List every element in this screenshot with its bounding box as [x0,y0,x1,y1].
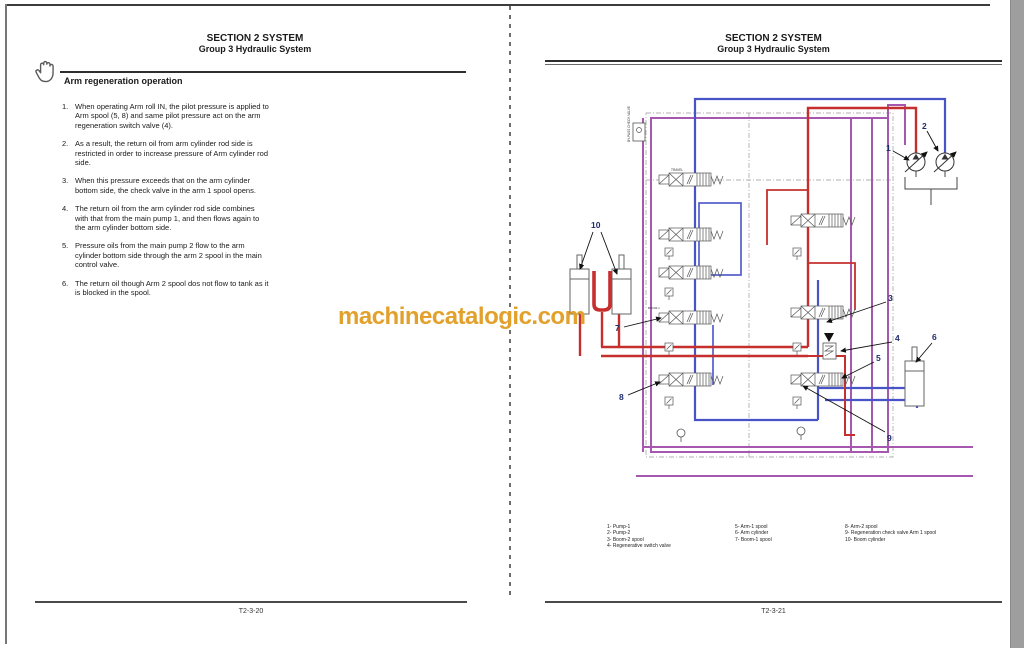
callout-7: 7 [615,323,620,333]
right-group-title: Group 3 Hydraulic System [717,44,830,54]
relief-valve-symbol [664,396,674,410]
bypass-valve-label: BY-PASS CHECK VALVE [627,106,631,142]
item-text: The return oil though Arm 2 spool dos no… [75,278,269,298]
viewer-background-strip [1010,0,1024,648]
item-number: 4. [62,204,69,214]
legend-item: 10- Boom cylinder [845,536,886,543]
list-item: 3. When this pressure exceeds that on th… [62,176,270,195]
legend-item: 7- Boom-1 spool [735,536,772,543]
grab-hand-cursor-icon [35,60,54,83]
envelope-lines [636,104,973,477]
item-text: The return oil from the arm cylinder rod… [75,204,260,233]
callout-4: 4 [895,333,900,343]
legend-item: 8- Arm-2 spool [845,524,878,530]
diagram-legend-column-3: 8- Arm-2 spool 9- Regeneration check val… [845,524,936,543]
legend-item: 1- Pump-1 [607,524,631,530]
spool-valve-symbol [658,227,724,242]
callout-numbers: 1 2 3 4 5 6 7 8 9 10 [591,121,937,443]
item-text: As a result, the return oil from arm cyl… [75,139,268,168]
callout-6: 6 [932,332,937,342]
item-number: 2. [62,139,69,149]
travel-label: TRAVEL [671,168,683,172]
right-page-number: T2-3-21 [761,608,786,615]
legend-item: 6- Arm cylinder [735,530,769,537]
watermark-text: machinecatalogic.com [338,303,586,330]
item-number: 1. [62,102,69,111]
list-item: 1. When operating Arm roll IN, the pilot… [62,102,270,130]
spool-valve-symbol [790,305,856,320]
right-section-title: SECTION 2 SYSTEM [725,33,822,44]
list-item: 4. The return oil from the arm cylinder … [62,204,270,232]
item-text: When operating Arm roll IN, the pilot pr… [75,102,269,130]
callout-5: 5 [876,353,881,363]
right-header-rule-thick [545,60,1002,62]
callout-9: 9 [887,433,892,443]
left-page-header: SECTION 2 SYSTEM Group 3 Hydraulic Syste… [35,33,475,54]
right-header-rule-thin [545,64,1002,65]
pump-2-symbol [934,152,956,172]
spool-valve-symbol [658,172,724,187]
left-topic-title: Arm regeneration operation [64,76,183,86]
callout-1: 1 [886,143,891,153]
bypass-check-valve-symbol: BY-PASS CHECK VALVE [627,106,646,142]
procedure-list: 1. When operating Arm roll IN, the pilot… [62,102,270,307]
legend-item: 4- Regenerative switch valve [607,543,671,550]
spool-valve-bank-left: TRAVEL BOOM-1 [648,168,724,387]
relief-valve-symbol [792,342,802,356]
relief-valve-symbol [792,396,802,410]
callout-2: 2 [922,121,927,131]
spool-valve-symbol [658,265,724,280]
item-number: 6. [62,278,69,288]
pump-group [904,152,958,205]
relief-valve-symbol [664,247,674,261]
list-item: 5. Pressure oils from the main pump 2 fl… [62,241,270,269]
spool-valve-symbol [790,213,856,228]
tank-symbol [904,177,958,190]
item-number: 3. [62,176,69,186]
left-page-number: T2-3-20 [238,608,264,615]
relief-valve-symbol [792,247,802,261]
legend-item: 5- Arm-1 spool [735,524,768,530]
spool-valve-symbol [658,310,724,325]
callout-10: 10 [591,220,601,230]
legend-item: 2- Pump-2 [607,530,631,537]
callout-3: 3 [888,293,893,303]
legend-item: 9- Regeneration check valve Arm 1 spool [845,530,937,537]
left-section-title: SECTION 2 SYSTEM [206,33,304,44]
item-number: 5. [62,241,69,251]
left-group-title: Group 3 Hydraulic System [198,44,312,54]
drain-symbol [676,428,686,443]
valve-casing-boundary [645,112,894,458]
hydraulic-circuit-diagram: BY-PASS CHECK VALVE TRAVEL BOOM-1 [569,97,973,477]
right-page-header: SECTION 2 SYSTEM Group 3 Hydraulic Syste… [545,33,1002,54]
list-item: 2. As a result, the return oil from arm … [62,139,270,167]
relief-valve-symbol [664,342,674,356]
diagram-legend-column-1: 1- Pump-1 2- Pump-2 3- Boom-2 spool 4- R… [607,524,671,550]
pump-1-symbol [905,152,927,172]
list-item: 6. The return oil though Arm 2 spool dos… [62,279,270,298]
callout-8: 8 [619,392,624,402]
boom1-label: BOOM-1 [648,306,660,310]
item-text: Pressure oils from the main pump 2 flow … [75,241,262,270]
page-spread-divider [509,6,511,598]
left-footer-rule [35,601,467,603]
callout-arrows [579,130,939,433]
diagram-legend-column-2: 5- Arm-1 spool 6- Arm cylinder 7- Boom-1… [735,524,772,543]
left-header-rule [60,71,466,73]
regeneration-switch-valve-symbol [822,333,837,360]
item-text: When this pressure exceeds that on the a… [75,176,256,195]
boom-cylinder-symbol [611,254,632,315]
page-left-border [5,4,7,644]
page-top-border [5,4,990,6]
right-footer-rule [545,601,1002,603]
legend-item: 3- Boom-2 spool [607,536,644,543]
drain-symbol [796,426,806,441]
relief-valve-symbol [664,287,674,301]
